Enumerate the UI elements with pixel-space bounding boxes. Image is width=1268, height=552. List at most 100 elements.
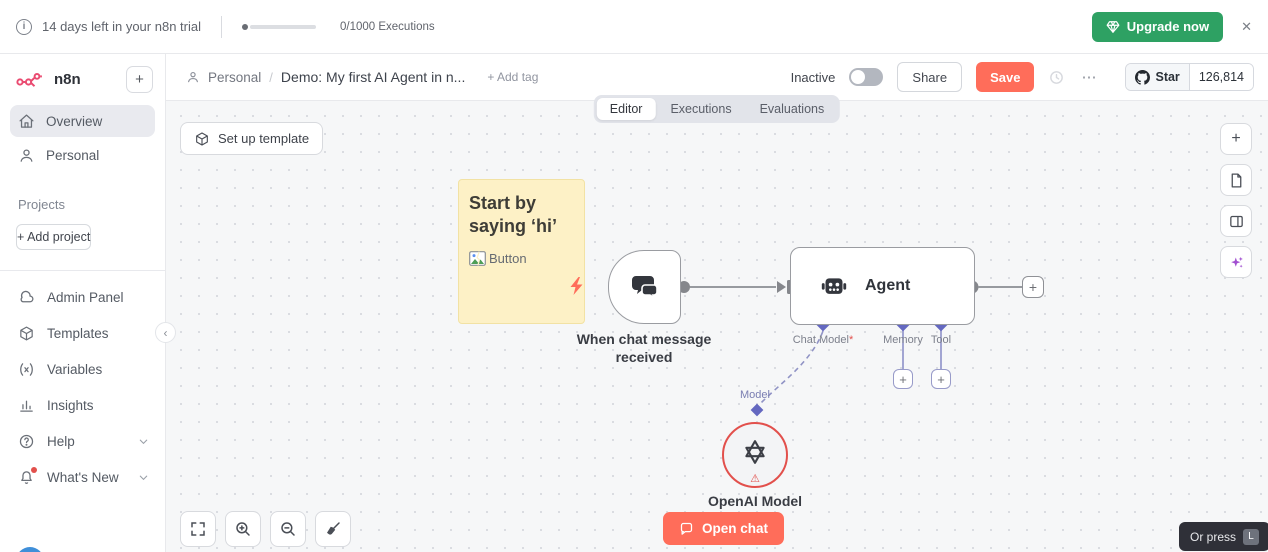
sidebar-item-label: Help [47,433,75,449]
hint-text: Or press [1189,529,1236,544]
sidebar-item-admin-panel[interactable]: Admin Panel [0,279,165,315]
github-icon [1135,69,1151,85]
cloud-icon [18,289,35,306]
sticky-note-title: Start by saying ‘hi’ [469,193,558,236]
bell-icon [18,466,37,486]
sidebar-item-label: What's New [47,469,119,485]
n8n-logo [16,72,42,87]
warning-icon: ⚠ [750,473,760,485]
chat-trigger-node[interactable] [608,250,681,324]
add-workflow-button[interactable]: + [126,66,153,93]
star-count: 126,814 [1189,64,1253,90]
broken-image-icon [469,251,486,266]
divider [220,15,222,38]
tidy-up-button[interactable] [315,511,351,547]
sidebar-collapse-button[interactable]: ‹ [155,322,176,343]
sidebar-item-label: Variables [47,361,103,377]
workflow-title[interactable]: Demo: My first AI Agent in n... [280,69,466,85]
sidebar-item-label: Insights [47,397,94,413]
sparkles-icon [1228,254,1245,271]
sidebar-item-variables[interactable]: Variables [0,351,165,387]
person-icon [18,147,35,164]
connector-label-chat-model: Chat Model* [792,334,854,346]
chevron-down-icon [138,472,149,483]
workflow-header: Personal / Demo: My first AI Agent in n.… [166,54,1268,101]
person-icon [186,70,200,84]
tab-evaluations[interactable]: Evaluations [759,102,825,116]
connector-label-model: Model [740,389,770,401]
close-icon[interactable]: ✕ [1241,19,1252,34]
open-chat-button[interactable]: Open chat [663,512,785,545]
agent-node[interactable]: Agent [790,247,975,325]
zoom-out-icon [279,520,297,538]
canvas-side-toolbar: + [1220,123,1252,278]
sidebar-item-label: Templates [47,325,109,341]
openai-node-label: OpenAI Model [707,493,803,509]
sticky-note[interactable]: Start by saying ‘hi’ Button [458,179,585,324]
sidebar-item-label: Overview [46,113,103,129]
package-icon [194,131,210,147]
tab-editor[interactable]: Editor [596,98,656,120]
active-toggle[interactable] [849,68,884,86]
chevron-down-icon [138,436,149,447]
robot-icon [817,269,851,303]
avatar[interactable] [16,547,44,552]
keyboard-hint-tooltip: Or press L [1178,522,1268,551]
executions-progress-bar [241,23,316,30]
add-node-button[interactable]: + [1022,276,1044,298]
zoom-out-button[interactable] [270,511,306,547]
ai-assistant-button[interactable] [1220,246,1252,278]
sidebar-item-label: Personal [46,147,100,163]
workflow-canvas[interactable]: Set up template Start by saying ‘hi’ But… [166,101,1268,552]
tab-executions[interactable]: Executions [670,102,732,116]
sidebar-item-personal[interactable]: Personal [10,139,155,171]
more-menu-button[interactable]: ⋯ [1081,69,1098,86]
sidebar-item-overview[interactable]: Overview [10,105,155,137]
add-tag-button[interactable]: + Add tag [487,70,539,84]
required-mark: * [848,334,854,346]
github-star-widget[interactable]: Star 126,814 [1125,63,1254,91]
progress-dot [241,23,248,30]
panel-icon [1228,213,1245,230]
package-icon [18,325,35,342]
agent-node-label: Agent [865,277,911,294]
add-tool-button[interactable]: + [931,369,951,389]
add-node-panel-button[interactable]: + [1220,123,1252,155]
setup-template-label: Set up template [218,131,310,146]
openai-model-node[interactable]: ⚠ [722,422,788,488]
upgrade-label: Upgrade now [1126,19,1210,34]
add-memory-button[interactable]: + [893,369,913,389]
chat-trigger-label: When chat message received [576,331,712,366]
sidebar-item-templates[interactable]: Templates [0,315,165,351]
chat-bubbles-icon [628,270,662,304]
info-icon: i [16,18,32,35]
zoom-in-button[interactable] [225,511,261,547]
sidebar-item-insights[interactable]: Insights [0,387,165,423]
breadcrumb-project[interactable]: Personal [208,69,262,85]
progress-track [249,24,316,29]
sidebar-item-help[interactable]: Help [0,423,165,459]
upgrade-now-button[interactable]: Upgrade now [1091,11,1224,42]
add-project-button[interactable]: + Add project [16,224,92,250]
history-icon [1048,69,1065,86]
share-button[interactable]: Share [897,62,963,92]
help-icon [18,433,35,450]
executions-count: 0/1000 Executions [339,20,435,33]
star-label: Star [1155,70,1180,84]
save-button[interactable]: Save [976,62,1035,92]
fit-view-button[interactable] [180,511,216,547]
broken-image-alt-text: Button [489,251,527,266]
setup-template-button[interactable]: Set up template [180,122,324,155]
openai-logo-icon [740,437,770,467]
breadcrumb: Personal / Demo: My first AI Agent in n.… [186,69,538,85]
toggle-panel-button[interactable] [1220,205,1252,237]
sidebar-item-whats-new[interactable]: What's New [0,459,165,495]
sticky-note-button[interactable] [1220,164,1252,196]
zoom-in-icon [234,520,252,538]
breadcrumb-separator: / [269,69,273,85]
projects-heading: Projects [18,197,65,212]
trial-banner: i 14 days left in your n8n trial 0/1000 … [0,0,1268,54]
connection-wires [678,280,1022,417]
toggle-knob [851,70,866,84]
